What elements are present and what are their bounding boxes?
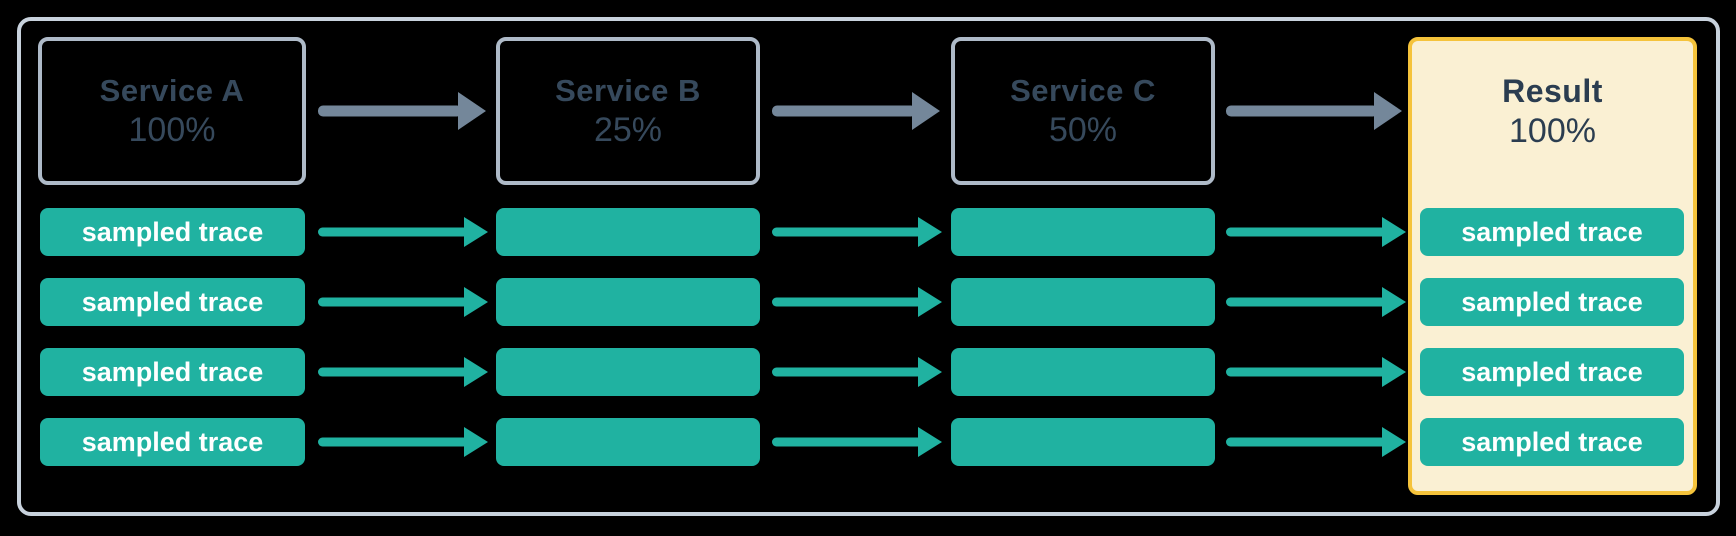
trace-arrow-a-b-4 — [318, 427, 488, 457]
trace-arrow-head-icon — [918, 217, 942, 247]
trace-bar-result-2: sampled trace — [1420, 278, 1684, 326]
trace-arrow-c-result-2 — [1226, 287, 1406, 317]
result-header: Result 100% — [1408, 37, 1697, 185]
service-c-title: Service C — [1010, 73, 1156, 108]
trace-arrow-shaft — [772, 367, 922, 377]
flow-arrow-shaft — [1226, 105, 1378, 117]
trace-arrow-b-c-3 — [772, 357, 942, 387]
trace-arrow-shaft — [1226, 367, 1386, 377]
trace-arrow-shaft — [318, 297, 468, 307]
trace-bar-b-2 — [496, 278, 760, 326]
flow-arrow-a-to-b — [318, 92, 486, 130]
trace-arrow-shaft — [1226, 227, 1386, 237]
result-rate: 100% — [1509, 111, 1596, 150]
trace-bar-label: sampled trace — [1461, 356, 1643, 387]
trace-bar-b-1 — [496, 208, 760, 256]
trace-arrow-head-icon — [1382, 287, 1406, 317]
service-a-title: Service A — [99, 73, 245, 108]
trace-arrow-head-icon — [464, 287, 488, 317]
trace-bar-a-1: sampled trace — [40, 208, 305, 256]
trace-bar-label: sampled trace — [1461, 426, 1643, 457]
service-c-box: Service C 50% — [951, 37, 1215, 185]
trace-arrow-a-b-1 — [318, 217, 488, 247]
trace-bar-label: sampled trace — [81, 216, 264, 247]
trace-bar-a-2: sampled trace — [40, 278, 305, 326]
trace-bar-c-3 — [951, 348, 1215, 396]
trace-arrow-head-icon — [918, 427, 942, 457]
trace-arrow-head-icon — [1382, 357, 1406, 387]
diagram-frame — [17, 17, 1720, 516]
trace-arrow-b-c-2 — [772, 287, 942, 317]
trace-arrow-shaft — [318, 437, 468, 447]
service-a-rate: 100% — [128, 111, 216, 149]
trace-bar-label: sampled trace — [1461, 286, 1643, 317]
trace-arrow-head-icon — [918, 357, 942, 387]
trace-bar-label: sampled trace — [81, 426, 264, 457]
trace-arrow-c-result-4 — [1226, 427, 1406, 457]
trace-arrow-shaft — [318, 227, 468, 237]
trace-arrow-shaft — [318, 367, 468, 377]
trace-arrow-head-icon — [464, 217, 488, 247]
trace-bar-result-3: sampled trace — [1420, 348, 1684, 396]
trace-bar-label: sampled trace — [81, 286, 264, 317]
trace-arrow-c-result-1 — [1226, 217, 1406, 247]
trace-bar-c-1 — [951, 208, 1215, 256]
trace-arrow-head-icon — [1382, 427, 1406, 457]
trace-bar-result-1: sampled trace — [1420, 208, 1684, 256]
flow-arrow-c-to-result — [1226, 92, 1402, 130]
trace-arrow-b-c-4 — [772, 427, 942, 457]
trace-arrow-head-icon — [918, 287, 942, 317]
result-title: Result — [1502, 72, 1603, 109]
trace-bar-c-2 — [951, 278, 1215, 326]
trace-arrow-a-b-3 — [318, 357, 488, 387]
trace-arrow-head-icon — [464, 357, 488, 387]
trace-bar-b-3 — [496, 348, 760, 396]
service-a-box: Service A 100% — [38, 37, 306, 185]
trace-arrow-shaft — [1226, 297, 1386, 307]
trace-bar-c-4 — [951, 418, 1215, 466]
trace-bar-a-4: sampled trace — [40, 418, 305, 466]
trace-bar-label: sampled trace — [1461, 216, 1643, 247]
trace-arrow-shaft — [772, 227, 922, 237]
trace-arrow-shaft — [772, 297, 922, 307]
trace-arrow-head-icon — [1382, 217, 1406, 247]
trace-arrow-c-result-3 — [1226, 357, 1406, 387]
trace-arrow-shaft — [772, 437, 922, 447]
trace-arrow-a-b-2 — [318, 287, 488, 317]
trace-arrow-b-c-1 — [772, 217, 942, 247]
service-b-box: Service B 25% — [496, 37, 760, 185]
flow-arrow-head-icon — [1374, 92, 1402, 130]
trace-arrow-head-icon — [464, 427, 488, 457]
trace-bar-b-4 — [496, 418, 760, 466]
trace-bar-label: sampled trace — [81, 356, 264, 387]
trace-bar-result-4: sampled trace — [1420, 418, 1684, 466]
flow-arrow-head-icon — [458, 92, 486, 130]
trace-arrow-shaft — [1226, 437, 1386, 447]
flow-arrow-shaft — [772, 105, 916, 117]
flow-arrow-shaft — [318, 105, 462, 117]
service-b-rate: 25% — [593, 111, 663, 149]
flow-arrow-head-icon — [912, 92, 940, 130]
service-b-title: Service B — [555, 73, 701, 108]
trace-bar-a-3: sampled trace — [40, 348, 305, 396]
service-c-rate: 50% — [1048, 111, 1118, 149]
flow-arrow-b-to-c — [772, 92, 940, 130]
